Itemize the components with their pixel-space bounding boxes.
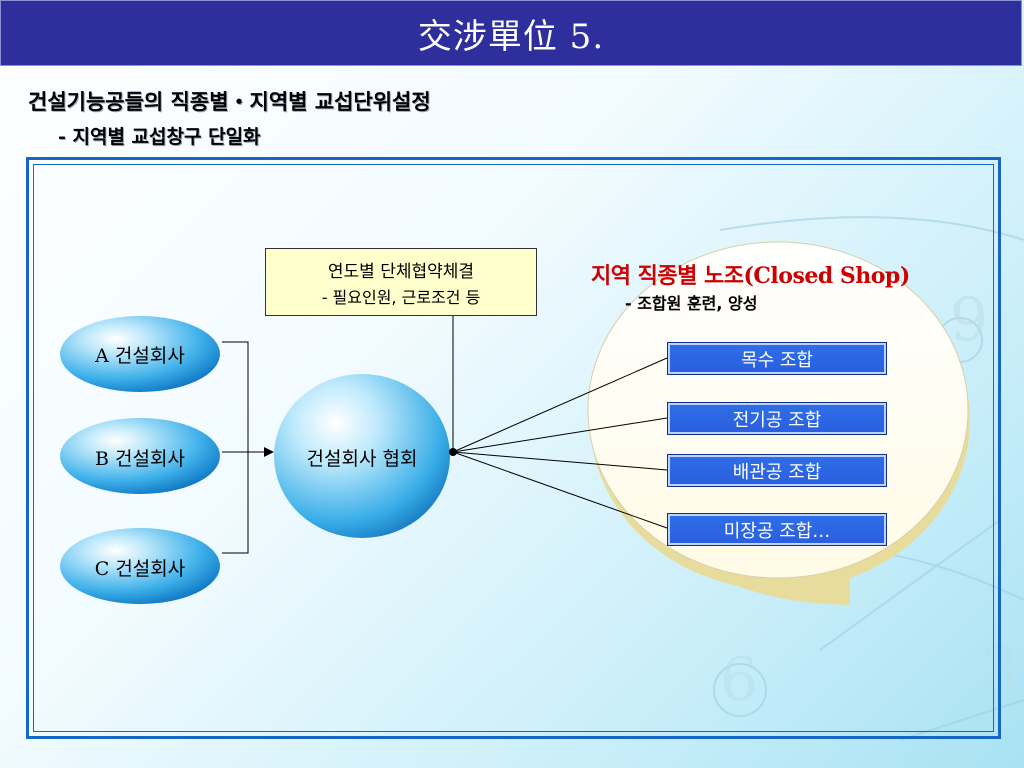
fan-lines: [452, 357, 668, 529]
company-b-label: B 건설회사: [95, 448, 185, 470]
union-item-carpenter: 목수 조합: [667, 342, 887, 375]
company-a-ellipse: [60, 316, 220, 392]
slide-heading: 건설기능공들의 직종별・지역별 교섭단위설정: [28, 89, 431, 114]
bracket-connector: [222, 341, 268, 554]
association-label: 건설회사 협회: [306, 448, 418, 470]
union-item-plumber: 배관공 조합: [667, 454, 887, 487]
union-item-electrician: 전기공 조합: [667, 402, 887, 435]
union-item-plasterer: 미장공 조합…: [667, 513, 887, 546]
slide-subheading: - 지역별 교섭창구 단일화: [58, 126, 261, 148]
company-b-ellipse: [60, 418, 220, 494]
company-a-label: A 건설회사: [95, 345, 185, 367]
diagram-frame-inner: [33, 164, 994, 732]
callout-line2: - 필요인원, 근로조건 등: [321, 288, 481, 307]
union-subtitle: - 조합원 훈련, 양성: [625, 294, 758, 313]
agreement-callout: 연도별 단체협약체결 - 필요인원, 근로조건 등: [265, 248, 537, 316]
company-c-label: C 건설회사: [94, 558, 186, 580]
union-title: 지역 직종별 노조(Closed Shop): [591, 263, 910, 289]
callout-line1: 연도별 단체협약체결: [327, 262, 475, 282]
arrow-head: [264, 447, 274, 457]
company-c-ellipse: [60, 528, 220, 604]
diagram-frame-outer: [26, 157, 1001, 739]
association-circle: [274, 374, 450, 538]
title-bar: 交涉單位 5.: [0, 0, 1022, 66]
slide-title: 交涉單位 5.: [417, 16, 605, 57]
